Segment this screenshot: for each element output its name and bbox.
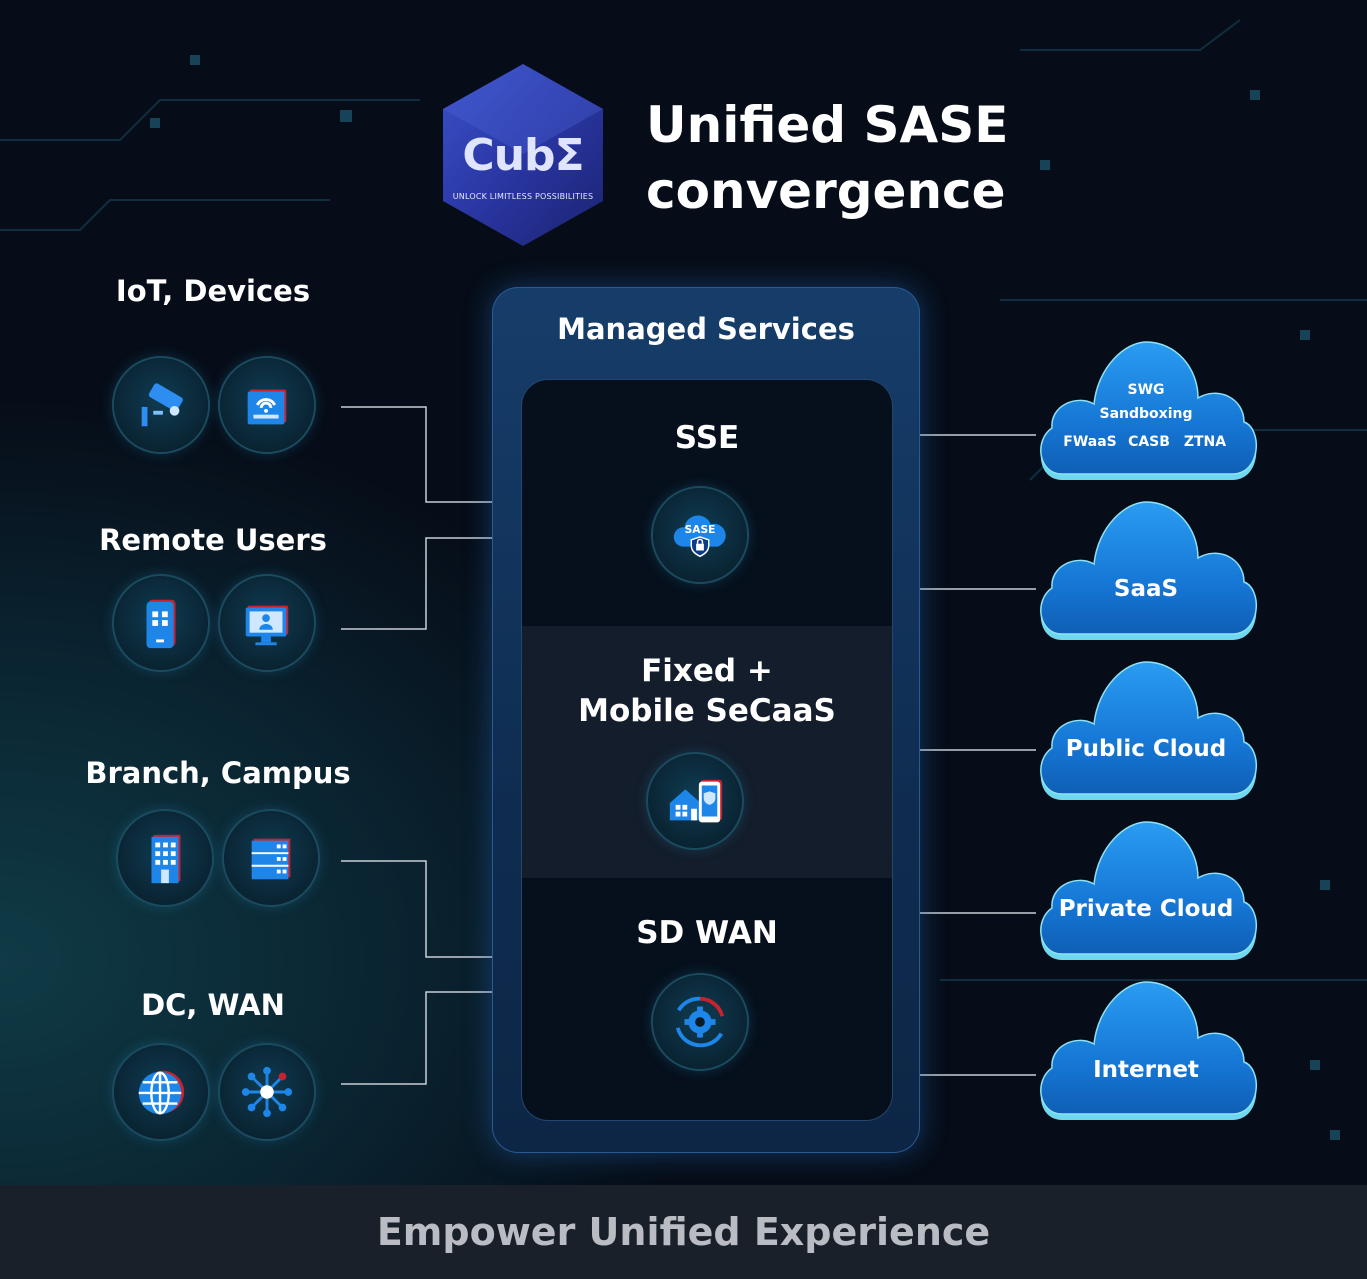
cloud-private: Private Cloud xyxy=(1032,816,1260,966)
cloud-public: Public Cloud xyxy=(1032,656,1260,806)
cloud-internet: Internet xyxy=(1032,976,1260,1126)
hexagon-logo-shape xyxy=(443,64,603,246)
cloud-label-internet: Internet xyxy=(1093,1057,1199,1083)
group-label-dc: DC, WAN xyxy=(141,988,285,1022)
managed-services-title: Managed Services xyxy=(557,312,855,346)
mobile-phone-icon xyxy=(114,576,208,670)
cloud-item-fwaas: FWaaS xyxy=(1063,434,1117,450)
cloud-item-casb: CASB xyxy=(1128,434,1170,450)
footer-bar xyxy=(0,1185,1367,1279)
sase-icon-text: SASE xyxy=(685,523,716,536)
page-title: Unified SASE convergence xyxy=(646,92,1066,224)
cloud-security-services: SWG Sandboxing FWaaS CASB ZTNA xyxy=(1032,336,1260,486)
logo-tagline: UNLOCK LIMITLESS POSSIBILITIES xyxy=(452,192,594,201)
logo-wordmark: CubΣ xyxy=(462,130,584,181)
sase-cloud-shield-icon: SASE xyxy=(653,488,747,582)
server-rack-icon xyxy=(224,811,318,905)
sdwan-section: SD WAN xyxy=(522,878,892,1120)
cloud-item-ztna: ZTNA xyxy=(1183,434,1227,450)
secaas-section: Fixed + Mobile SeCaaS xyxy=(522,626,892,878)
title-line-1: Unified SASE xyxy=(646,96,1009,154)
cloud-label-private: Private Cloud xyxy=(1058,896,1234,922)
desktop-user-icon xyxy=(220,576,314,670)
sse-label: SSE xyxy=(674,420,740,456)
cube-logo: CubΣ UNLOCK LIMITLESS POSSIBILITIES xyxy=(440,62,606,248)
footer-tagline: Empower Unified Experience xyxy=(376,1210,991,1254)
title-line-2: convergence xyxy=(646,162,1006,220)
gear-sync-icon xyxy=(653,975,747,1069)
office-building-icon xyxy=(118,811,212,905)
cloud-label-public: Public Cloud xyxy=(1065,736,1227,762)
network-hub-icon xyxy=(220,1045,314,1139)
group-label-branch: Branch, Campus xyxy=(85,756,351,790)
secaas-label-line-2: Mobile SeCaaS xyxy=(578,693,836,729)
sse-section: SSE SASE xyxy=(522,380,892,626)
cctv-camera-icon xyxy=(114,358,208,452)
cloud-item-swg: SWG xyxy=(1127,382,1165,398)
cloud-saas: SaaS xyxy=(1032,496,1260,646)
sdwan-label: SD WAN xyxy=(636,915,778,951)
wifi-router-icon xyxy=(220,358,314,452)
services-stack: SSE SASE Fixed + Mobile SeCaaS SD WAN xyxy=(522,380,892,1120)
cloud-item-sandboxing: Sandboxing xyxy=(1099,406,1193,422)
globe-icon xyxy=(114,1045,208,1139)
home-mobile-shield-icon xyxy=(648,754,742,848)
cloud-label-saas: SaaS xyxy=(1113,576,1179,602)
secaas-label-line-1: Fixed + xyxy=(641,653,773,689)
group-label-iot: IoT, Devices xyxy=(115,274,311,308)
group-label-remote: Remote Users xyxy=(99,523,327,557)
